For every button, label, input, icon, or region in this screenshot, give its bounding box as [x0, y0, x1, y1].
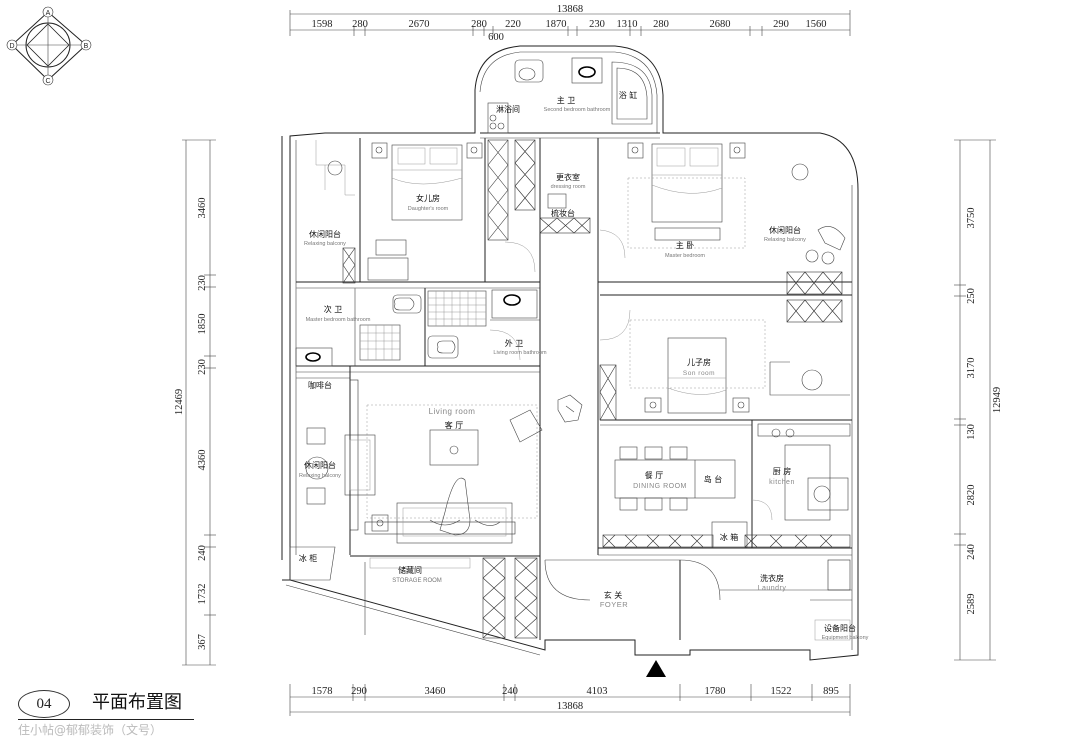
label-vanity: 梳妆台	[551, 208, 575, 218]
dim-bottom-2: 290	[351, 686, 367, 697]
dim-left-3: 1850	[197, 314, 208, 335]
label-dining: 餐 厅	[645, 471, 664, 480]
top-dimension-line	[289, 10, 851, 36]
left-dimension-line	[182, 139, 216, 666]
label-living: 客 厅	[445, 420, 464, 430]
label-fridge: 冰 箱	[720, 532, 739, 542]
label-laundry-en: Laundry	[758, 585, 787, 592]
dim-bottom-total: 13868	[557, 701, 583, 712]
dim-bottom-3: 3460	[425, 686, 446, 697]
dim-left-2: 230	[197, 275, 208, 291]
dim-right-4: 130	[966, 424, 977, 440]
dim-left-4: 230	[197, 359, 208, 375]
dim-top-5: 220	[505, 19, 521, 30]
dim-left-8: 367	[197, 634, 208, 650]
label-equipment-balcony: 设备阳台	[824, 623, 856, 633]
outer-walls	[281, 45, 859, 661]
label-shower: 淋浴间	[496, 104, 520, 114]
dim-bottom-8: 895	[823, 686, 839, 697]
dim-bottom-6: 1780	[705, 686, 726, 697]
drawing-title: 平面布置图	[92, 692, 182, 713]
label-kitchen: 厨 房	[773, 466, 792, 476]
compass-icon: A B C D	[6, 6, 92, 86]
dim-right-total: 12949	[992, 387, 1003, 413]
label-freezer: 冰 柜	[299, 553, 318, 563]
dim-top-1: 1598	[312, 19, 333, 30]
dim-top-12: 1560	[806, 19, 827, 30]
label-dressing: 更衣室	[556, 172, 580, 182]
dim-right-1: 3750	[966, 208, 977, 229]
dim-bottom-5: 4103	[587, 686, 608, 697]
dim-left-total: 12469	[174, 389, 185, 415]
label-master-bath-en: Second bedroom bathroom	[544, 107, 611, 113]
label-coffee: 咖啡台	[308, 380, 332, 390]
entrance-arrow-icon	[646, 660, 666, 677]
label-foyer-en: FOYER	[600, 600, 628, 609]
compass-n: A	[46, 10, 51, 17]
dim-right-6: 240	[966, 544, 977, 560]
label-balcony-right-en: Relaxing balcony	[764, 237, 806, 243]
dim-left-1: 3460	[197, 198, 208, 219]
dim-top-6: 1870	[546, 19, 567, 30]
label-balcony-right: 休闲阳台	[769, 225, 801, 235]
label-kitchen-en: kitchen	[769, 479, 795, 486]
wardrobe-cabinets	[342, 139, 851, 639]
label-son-room-en: Son room	[683, 370, 715, 377]
label-storage-en: STORAGE ROOM	[392, 578, 442, 584]
dim-top-10: 2680	[710, 19, 731, 30]
dim-top-9: 280	[653, 19, 669, 30]
label-balcony-left-en: Relaxing balcony	[304, 241, 346, 247]
label-laundry: 洗衣房	[760, 573, 784, 583]
label-foyer: 玄 关	[604, 590, 623, 600]
label-storage: 储藏间	[398, 565, 422, 575]
dim-top-sub: 600	[488, 32, 504, 43]
label-balcony-west-en: Relaxing balcony	[299, 473, 341, 479]
label-son-room: 儿子房	[687, 357, 711, 367]
label-balcony-west: 休闲阳台	[304, 460, 336, 470]
label-dressing-en: dressing room	[551, 184, 586, 190]
label-island: 岛 台	[704, 474, 723, 484]
bottom-dimension-line	[289, 684, 851, 716]
dim-top-total: 13868	[557, 4, 583, 15]
furniture	[289, 57, 851, 641]
label-balcony-left: 休闲阳台	[309, 229, 341, 239]
dim-left-7: 1732	[197, 584, 208, 605]
compass-e: B	[84, 43, 89, 50]
dim-left-6: 240	[197, 545, 208, 561]
label-master-bath: 主 卫	[557, 95, 576, 105]
label-outer-bath: 外 卫	[505, 338, 524, 348]
dim-top-7: 230	[589, 19, 605, 30]
label-master-bedroom: 主 卧	[676, 240, 695, 250]
page-number: 04	[18, 690, 70, 718]
label-bathtub: 浴 缸	[619, 90, 638, 100]
dim-right-5: 2820	[966, 485, 977, 506]
label-living-en: Living room	[429, 407, 476, 416]
dim-bottom-7: 1522	[771, 686, 792, 697]
label-daughter-room: 女儿房	[416, 193, 440, 203]
dim-top-8: 1310	[617, 19, 638, 30]
dim-right-7: 2589	[966, 594, 977, 615]
dim-top-3: 2670	[409, 19, 430, 30]
label-second-bath: 次 卫	[324, 304, 343, 314]
label-master-bedroom-en: Master bedroom	[665, 253, 705, 259]
title-underline	[18, 719, 194, 720]
dim-top-2: 280	[352, 19, 368, 30]
right-dimension-line	[954, 139, 996, 661]
label-equipment-balcony-en: Equipment balcony	[822, 635, 869, 641]
watermark: 住小帖@郁郁装饰（文号）	[18, 723, 163, 737]
compass-w: D	[9, 43, 14, 50]
dim-bottom-1: 1578	[312, 686, 333, 697]
dim-right-2: 250	[966, 288, 977, 304]
label-second-bath-en: Master bedroom bathroom	[306, 317, 371, 323]
dim-left-5: 4360	[197, 450, 208, 471]
dim-bottom-4: 240	[502, 686, 518, 697]
label-daughter-room-en: Daughter's room	[408, 206, 449, 212]
label-outer-bath-en: Living room bathroom	[493, 350, 547, 356]
dim-right-3: 3170	[966, 358, 977, 379]
dim-top-4: 280	[471, 19, 487, 30]
label-dining-en: DINING ROOM	[633, 483, 687, 490]
dim-top-11: 290	[773, 19, 789, 30]
compass-s: C	[45, 78, 50, 85]
